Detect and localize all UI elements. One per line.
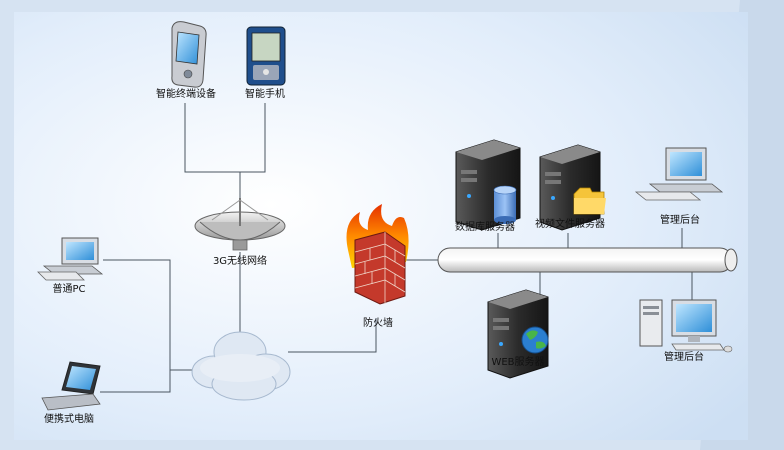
firewall-label: 防火墙 bbox=[363, 318, 393, 329]
video-server-label: 视频文件服务器 bbox=[535, 219, 605, 230]
desktop-pc-icon[interactable] bbox=[37, 237, 104, 281]
smartphone-icon[interactable] bbox=[246, 26, 286, 86]
web-server-icon[interactable] bbox=[487, 289, 549, 379]
admin-computer-icon[interactable] bbox=[634, 147, 724, 201]
admin-workstation-icon[interactable] bbox=[639, 299, 733, 353]
satellite-dish-icon[interactable] bbox=[194, 198, 286, 251]
db-server-label: 数据库服务器 bbox=[455, 222, 515, 233]
admin-1-label: 管理后台 bbox=[660, 215, 700, 226]
network-backbone-icon bbox=[437, 247, 738, 273]
file-server-icon[interactable] bbox=[539, 144, 606, 231]
laptop-icon[interactable] bbox=[41, 361, 101, 411]
regular-pc-label: 普通PC bbox=[52, 284, 86, 295]
network-cloud-icon bbox=[191, 331, 291, 401]
database-server-icon[interactable] bbox=[455, 139, 521, 231]
admin-2-label: 管理后台 bbox=[664, 352, 704, 363]
wireless-network-label: 3G无线网络 bbox=[212, 256, 268, 267]
smart-terminal-label: 智能终端设备 bbox=[156, 89, 216, 100]
firewall-icon[interactable] bbox=[346, 204, 409, 305]
connection-lines bbox=[100, 103, 693, 393]
smart-phone-label: 智能手机 bbox=[245, 89, 285, 100]
pda-device-icon[interactable] bbox=[171, 21, 207, 88]
laptop-label: 便携式电脑 bbox=[44, 414, 94, 425]
web-server-label: WEB服务器 bbox=[491, 357, 545, 368]
